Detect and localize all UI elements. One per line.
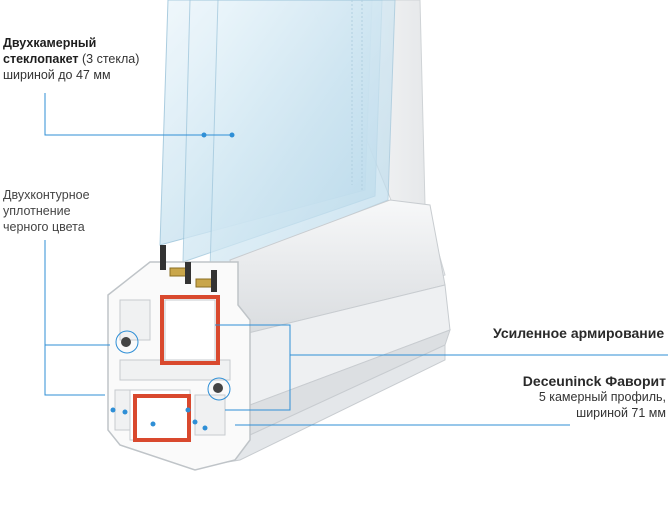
glass-width: шириной до 47 мм [3,68,111,82]
callout-lines [44,93,668,426]
glass-unit [159,0,396,271]
glass-unit-label: Двухкамерный стеклопакет (3 стекла) шири… [3,35,173,83]
profile-line2: шириной 71 мм [576,406,666,420]
profile-name: Deceuninck Фаворит [522,373,666,389]
glass-title-line2: стеклопакет [3,52,79,66]
seal-label: Двухконтурное уплотнение черного цвета [3,187,143,235]
glass-title-line1: Двухкамерный [3,36,97,50]
callout-dots [110,132,235,431]
profile-label: Deceuninck Фаворит 5 камерный профиль, ш… [418,373,666,421]
sash-profile [189,199,451,469]
profile-cross-section [107,245,251,471]
seal-line2: уплотнение [3,204,71,218]
reinforcement-label: Усиленное армирование [493,325,665,341]
seal-line1: Двухконтурное [3,188,90,202]
glass-note: (3 стекла) [78,52,140,66]
seal-line3: черного цвета [3,220,85,234]
profile-line1: 5 камерный профиль, [538,390,666,404]
